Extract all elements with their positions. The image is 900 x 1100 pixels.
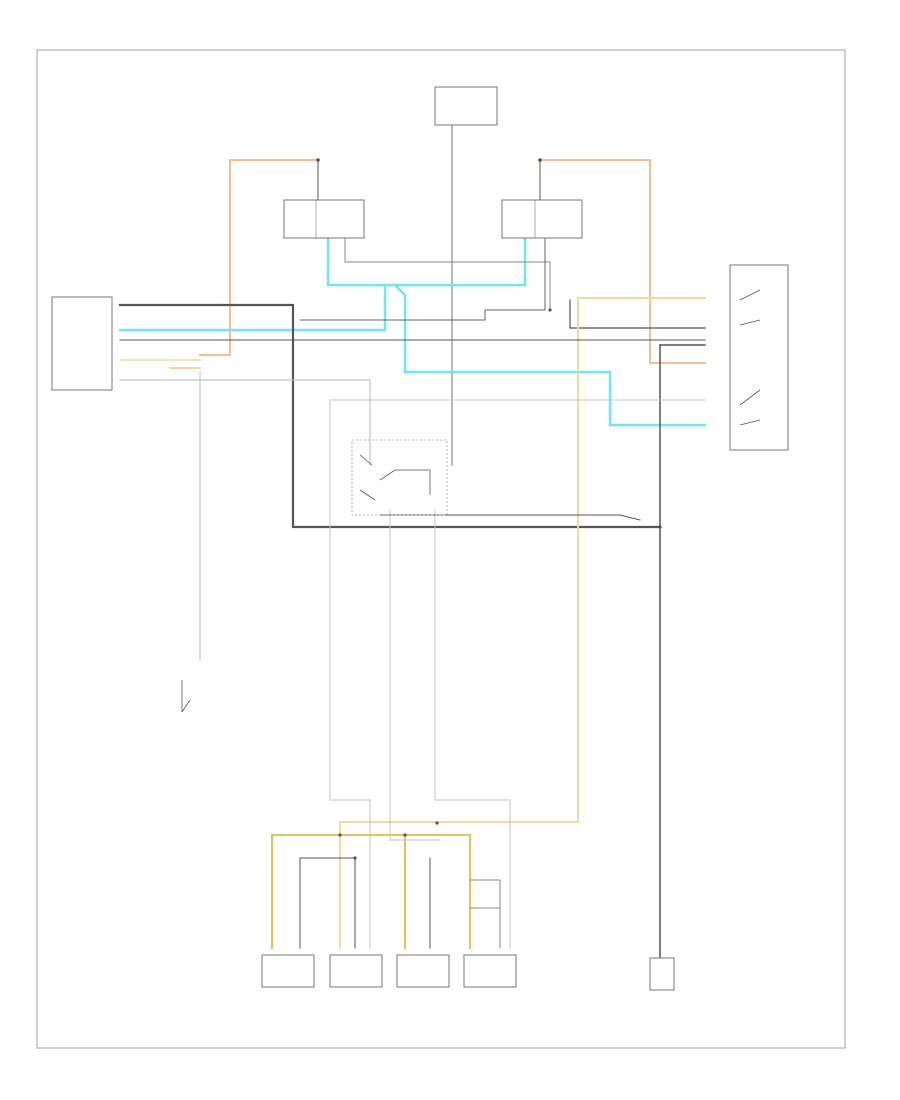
right-door-lock-motor: [329, 954, 383, 988]
wire-gray-relay-mid: [389, 509, 441, 841]
wire-gold-distribution: [271, 834, 471, 949]
door-lock-switch-assembly: [351, 439, 448, 516]
diagram-frame: [36, 49, 846, 1049]
door-lock-relay-module: [51, 296, 113, 391]
power-lock-switch-contacts: [739, 289, 761, 426]
rear-door-lock-motor: [396, 954, 450, 988]
power-lock-switch: [729, 264, 789, 451]
side-door-lock-motor: [463, 954, 517, 988]
right-door-lock-switch: [501, 199, 583, 239]
junction-dots: [316, 158, 662, 860]
wire-black-main: [118, 303, 662, 529]
wire-gray-relay-left: [329, 399, 371, 949]
wire-black-upper-right: [569, 299, 706, 329]
wire-cyan-right-switch: [391, 236, 707, 427]
wire-orange-right-switch: [539, 159, 651, 364]
wire-tan-main: [339, 297, 706, 949]
key-switch: [181, 680, 191, 713]
ground: [649, 957, 675, 991]
left-door-lock-switch: [283, 199, 365, 239]
left-door-lock-motor: [261, 954, 315, 988]
wire-gray-relay-right: [434, 509, 511, 949]
wire-dark-mid: [299, 237, 546, 321]
wire-black-door-ajar: [469, 879, 501, 949]
wire-relay-black-out: [379, 514, 641, 521]
switch-assembly-contacts: [359, 454, 431, 501]
fuse-block: [434, 86, 498, 126]
wire-gray-left-module: [119, 379, 371, 466]
wire-orange-left-switch: [199, 159, 319, 356]
wire-black-motors: [299, 857, 431, 949]
wire-left-switch-right: [344, 237, 551, 311]
